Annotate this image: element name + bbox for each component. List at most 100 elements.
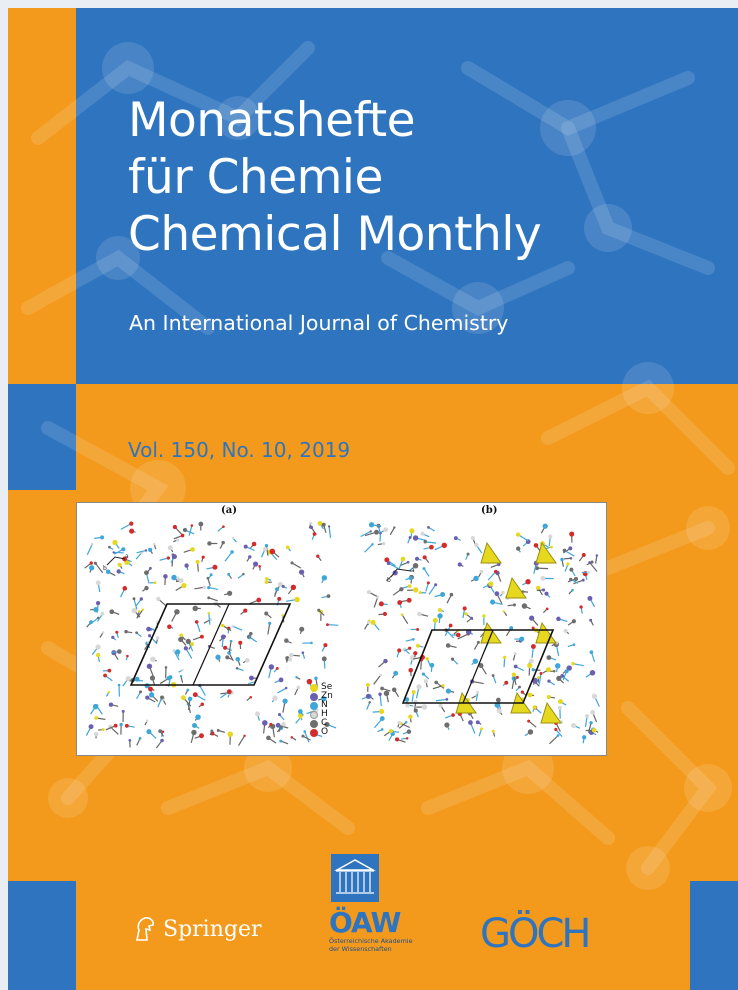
legend-label: H [321,709,328,719]
panel-a-label: (a) [221,505,237,516]
atom [451,713,455,717]
atom [144,585,149,591]
atom [515,532,521,537]
atom [376,595,379,599]
atom [400,613,404,616]
se-tetrahedron [535,541,557,564]
legend-item: Zn [310,692,333,701]
atom [89,565,95,571]
atom [209,573,213,577]
atom [243,608,248,613]
atom [149,566,152,570]
bond [388,562,399,570]
atom [383,527,389,533]
bond [589,562,598,572]
axis-a-label-b: a [411,567,415,574]
atom [468,720,473,725]
oaw-letters: ÖAW [329,906,401,939]
atom [556,675,562,681]
atom [231,624,234,628]
atom [202,585,206,589]
se-tetrahedron [480,621,502,644]
atom [482,614,486,618]
atom [244,658,250,663]
atom [171,574,177,581]
bond [400,722,410,729]
atom [572,643,576,647]
atom [589,721,593,725]
axis-indicator-a [106,556,126,566]
atom [201,555,205,559]
atom [568,546,573,551]
legend-dot [310,719,318,728]
atom [249,631,253,636]
unit-cell-a [129,603,292,686]
atom [527,729,534,735]
bond [277,687,287,694]
atom [476,640,480,644]
atom [146,663,153,669]
atom [149,675,156,681]
atom [411,637,415,641]
bond [487,571,497,581]
atom [384,557,390,563]
atom [497,562,501,567]
atom [445,688,451,694]
atom [408,714,413,719]
se-tetrahedron [505,576,527,599]
atom [301,651,305,654]
atom [513,652,517,656]
atom [179,674,183,678]
atom [274,587,280,592]
atom [105,569,111,575]
atom [548,534,553,539]
atom [183,646,188,651]
atom [564,669,569,674]
atom [229,639,233,643]
atom [147,634,152,638]
atom [145,719,149,723]
atom [569,577,573,582]
atom [380,686,384,691]
atom [160,738,164,743]
atom [268,621,272,625]
atom [418,591,422,595]
atom [139,690,142,694]
atom [185,638,191,644]
axis-a-label-a: a [125,553,129,560]
legend-dot [310,683,318,692]
atom [111,635,115,639]
atom [277,713,282,717]
volume-info: Vol. 150, No. 10, 2019 [128,438,351,462]
atom [579,605,583,609]
atom [479,569,484,574]
atom [277,596,282,601]
atom [312,532,317,536]
legend-item: O [310,728,333,737]
atom [310,641,313,645]
atom [238,640,243,645]
atom [380,728,384,731]
atom [530,644,536,649]
atom [321,522,326,527]
atom [560,673,565,678]
bond [265,545,269,556]
legend-dot [310,710,318,719]
atom [107,668,112,673]
atom [275,722,281,728]
atom [132,597,136,601]
atom [584,714,590,719]
atom [223,645,228,650]
atom [117,683,121,687]
atom [441,683,445,688]
crystal-structure-drawing [84,520,600,749]
atom [529,658,534,664]
bond [364,543,373,553]
atom [326,594,331,599]
atom [146,729,152,735]
atom [317,520,323,526]
atom [378,692,382,696]
atom [179,633,184,638]
atom [95,644,101,650]
top-blue-block [76,8,738,384]
